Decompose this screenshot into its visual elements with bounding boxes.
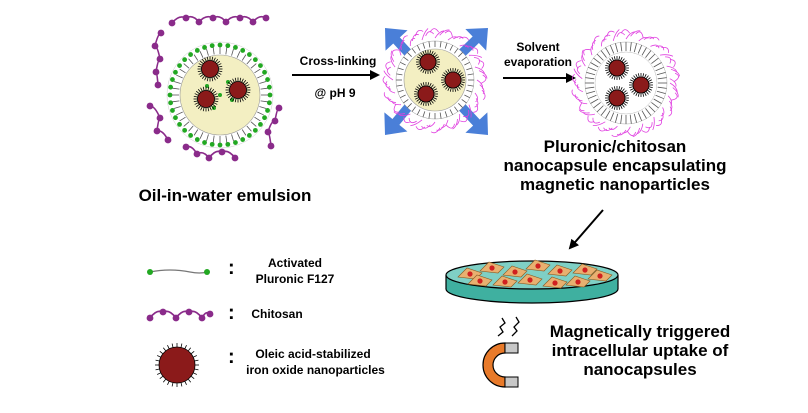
nanoparticle bbox=[197, 56, 223, 82]
nanocapsule-dot bbox=[527, 277, 533, 283]
chitosan-chain bbox=[168, 14, 270, 27]
legend-chitosan: Chitosan bbox=[251, 307, 303, 321]
nanoparticle bbox=[416, 50, 440, 74]
expansion-arrow bbox=[456, 28, 488, 59]
legend-colon-iron: : bbox=[228, 346, 235, 368]
nanocapsule-dot bbox=[467, 271, 473, 277]
cross-linked-nanocapsule bbox=[382, 28, 488, 135]
nanocapsule-dot bbox=[552, 280, 558, 286]
uptake-label-line2: intracellular uptake of bbox=[551, 341, 729, 360]
nanocapsule-dot bbox=[512, 269, 518, 275]
nanoparticle bbox=[414, 82, 438, 106]
petri-dish-with-cells bbox=[445, 259, 619, 304]
chitosan-chain bbox=[182, 143, 239, 162]
nanocapsule-dot bbox=[477, 278, 483, 284]
legend-colon-pluronic: : bbox=[228, 257, 235, 279]
nanocapsule-dot bbox=[582, 267, 588, 273]
legend-chitosan-icon bbox=[146, 308, 214, 322]
evaporation-label-line2: evaporation bbox=[503, 55, 572, 69]
nanoparticle bbox=[605, 56, 629, 80]
legend-pluronic-line2: Pluronic F127 bbox=[255, 272, 335, 286]
uptake-arrow bbox=[568, 209, 604, 250]
chitosan-chain bbox=[264, 104, 283, 150]
field-line bbox=[497, 317, 506, 337]
crosslinking-label: Cross-linking bbox=[299, 54, 377, 68]
nanoparticle bbox=[193, 86, 219, 112]
magnet-pole bbox=[504, 342, 519, 354]
chitosan-shell bbox=[382, 28, 488, 134]
chitosan-chain bbox=[146, 102, 172, 144]
nanocapsule-dot bbox=[489, 265, 495, 271]
nanocapsule-label-line1: Pluronic/chitosan bbox=[543, 137, 687, 156]
chitosan-chain bbox=[151, 29, 165, 89]
chitosan-shell bbox=[571, 29, 680, 138]
nanoparticle bbox=[605, 86, 629, 110]
cells bbox=[457, 259, 613, 289]
magnet bbox=[482, 316, 520, 388]
uptake-label-line3: nanocapsules bbox=[583, 360, 697, 379]
nanoparticle bbox=[441, 68, 465, 92]
nanocapsule-dot bbox=[557, 268, 563, 274]
nanocapsule-dot bbox=[597, 273, 603, 279]
emulsion-label: Oil-in-water emulsion bbox=[138, 186, 312, 205]
legend-iron-oxide-icon bbox=[155, 343, 199, 387]
magnet-pole bbox=[504, 376, 519, 388]
expansion-arrow bbox=[384, 102, 414, 135]
nanocapsule-dot bbox=[575, 279, 581, 285]
ph-label: @ pH 9 bbox=[314, 86, 356, 100]
expansion-arrow bbox=[456, 101, 488, 135]
field-line bbox=[511, 316, 520, 337]
legend-iron-line1: Oleic acid-stabilized bbox=[255, 347, 371, 361]
nanoparticle bbox=[629, 73, 653, 97]
final-nanocapsule bbox=[571, 29, 680, 138]
evaporation-label-line1: Solvent bbox=[516, 40, 560, 54]
nanocapsule-label-line3: magnetic nanoparticles bbox=[520, 175, 710, 194]
nanoparticle bbox=[225, 77, 251, 103]
legend-iron-line2: iron oxide nanoparticles bbox=[246, 363, 385, 377]
nanocapsule-dot bbox=[502, 279, 508, 285]
legend-pluronic-line1: Activated bbox=[267, 256, 323, 270]
legend-colon-chitosan: : bbox=[228, 302, 235, 324]
expansion-arrow bbox=[385, 28, 414, 59]
magnet-body bbox=[482, 342, 506, 388]
nanocapsule-dot bbox=[535, 263, 541, 269]
legend-pluronic-icon bbox=[204, 269, 210, 275]
nanocapsule-label-line2: nanocapsule encapsulating bbox=[503, 156, 727, 175]
uptake-label-line1: Magnetically triggered bbox=[549, 322, 731, 341]
legend-icons bbox=[146, 269, 214, 387]
legend-pluronic-icon bbox=[149, 269, 208, 274]
oil-in-water-emulsion bbox=[146, 14, 283, 162]
legend-pluronic-icon bbox=[147, 269, 153, 275]
